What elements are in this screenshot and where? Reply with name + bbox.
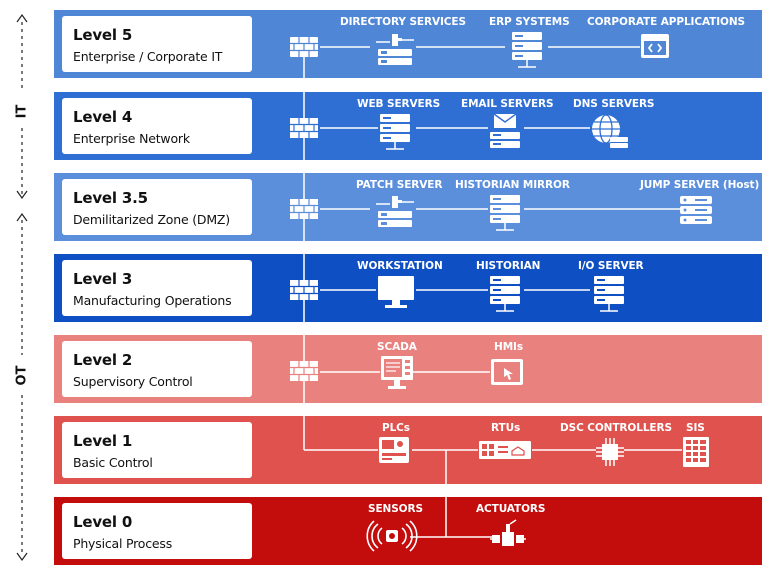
device-label-patch-server: PATCH SERVER <box>356 179 443 191</box>
firewall-icon <box>290 361 318 381</box>
zone-sidebar: IT OT <box>0 0 44 564</box>
device-label-dsc-controllers: DSC CONTROLLERS <box>560 422 672 434</box>
device-label-scada: SCADA <box>377 341 417 353</box>
monitor-icon <box>378 276 414 308</box>
level-subtitle: Manufacturing Operations <box>73 293 232 308</box>
device-label-rtus: RTUs <box>491 422 521 434</box>
email-server-icon <box>490 113 520 148</box>
device-label-hmis: HMIs <box>494 341 523 353</box>
level-title: Level 2 <box>73 351 133 369</box>
sensor-icon <box>366 520 418 552</box>
level-subtitle: Physical Process <box>73 536 173 551</box>
device-label-sensors: SENSORS <box>368 503 423 515</box>
level-subtitle: Demilitarized Zone (DMZ) <box>73 212 230 227</box>
device-label-io-server: I/O SERVER <box>578 260 644 272</box>
level-3-band: Level 3 Manufacturing Operations <box>54 254 762 322</box>
level-subtitle: Supervisory Control <box>73 374 193 389</box>
level-4-band: Level 4 Enterprise Network <box>54 92 762 160</box>
device-label-email-servers: EMAIL SERVERS <box>461 98 554 110</box>
device-label-historian-mirror: HISTORIAN MIRROR <box>455 179 570 191</box>
globe-server-icon <box>592 114 628 148</box>
device-label-erp-systems: ERP SYSTEMS <box>489 16 570 28</box>
hmi-touch-icon <box>491 359 523 385</box>
level-1-label-box: Level 1 Basic Control <box>62 422 252 478</box>
device-label-plcs: PLCs <box>382 422 410 434</box>
device-label-corporate-applications: CORPORATE APPLICATIONS <box>587 16 746 28</box>
device-label-jump-server: JUMP SERVER (Host) <box>640 179 760 191</box>
device-label-dns-servers: DNS SERVERS <box>573 98 655 110</box>
chip-icon <box>596 438 624 466</box>
device-label-directory-services: DIRECTORY SERVICES <box>340 16 466 28</box>
server-stack-icon <box>680 196 712 224</box>
level-subtitle: Enterprise / Corporate IT <box>73 49 223 64</box>
firewall-icon <box>290 199 318 219</box>
level-title: Level 3.5 <box>73 189 148 207</box>
level-subtitle: Enterprise Network <box>73 131 190 146</box>
server-icon <box>380 114 410 150</box>
level-title: Level 1 <box>73 432 133 450</box>
level-subtitle: Basic Control <box>73 455 153 470</box>
server-icon <box>490 276 520 312</box>
valve-actuator-icon <box>490 519 526 546</box>
device-label-sis: SIS <box>686 422 705 434</box>
sis-panel-icon <box>683 437 709 467</box>
firewall-switch-icon <box>376 34 414 65</box>
zone-arrows <box>16 13 28 562</box>
server-icon <box>594 276 624 312</box>
firewall-icon <box>290 37 318 57</box>
server-icon <box>512 32 542 68</box>
application-window-icon <box>641 34 669 58</box>
level-title: Level 0 <box>73 513 133 531</box>
level-0-band: Level 0 Physical Process <box>54 497 762 565</box>
level-title: Level 5 <box>73 26 133 44</box>
level-4-label-box: Level 4 Enterprise Network <box>62 98 252 154</box>
plc-icon <box>379 437 409 463</box>
level-title: Level 4 <box>73 108 133 126</box>
level-3-5-label-box: Level 3.5 Demilitarized Zone (DMZ) <box>62 179 252 235</box>
scada-screen-icon <box>381 356 413 389</box>
firewall-icon <box>290 118 318 138</box>
level-2-label-box: Level 2 Supervisory Control <box>62 341 252 397</box>
device-label-workstation: WORKSTATION <box>357 260 443 272</box>
level-title: Level 3 <box>73 270 133 288</box>
device-label-web-servers: WEB SERVERS <box>357 98 441 110</box>
rtu-icon <box>479 441 531 459</box>
device-label-actuators: ACTUATORS <box>476 503 546 515</box>
level-3-5-band: Level 3.5 Demilitarized Zone (DMZ) <box>54 173 762 241</box>
device-label-historian: HISTORIAN <box>476 260 541 272</box>
firewall-icon <box>290 280 318 300</box>
level-3-label-box: Level 3 Manufacturing Operations <box>62 260 252 316</box>
level-0-label-box: Level 0 Physical Process <box>62 503 252 559</box>
firewall-switch-icon <box>376 196 414 227</box>
server-icon <box>490 195 520 231</box>
level-5-label-box: Level 5 Enterprise / Corporate IT <box>62 16 252 72</box>
